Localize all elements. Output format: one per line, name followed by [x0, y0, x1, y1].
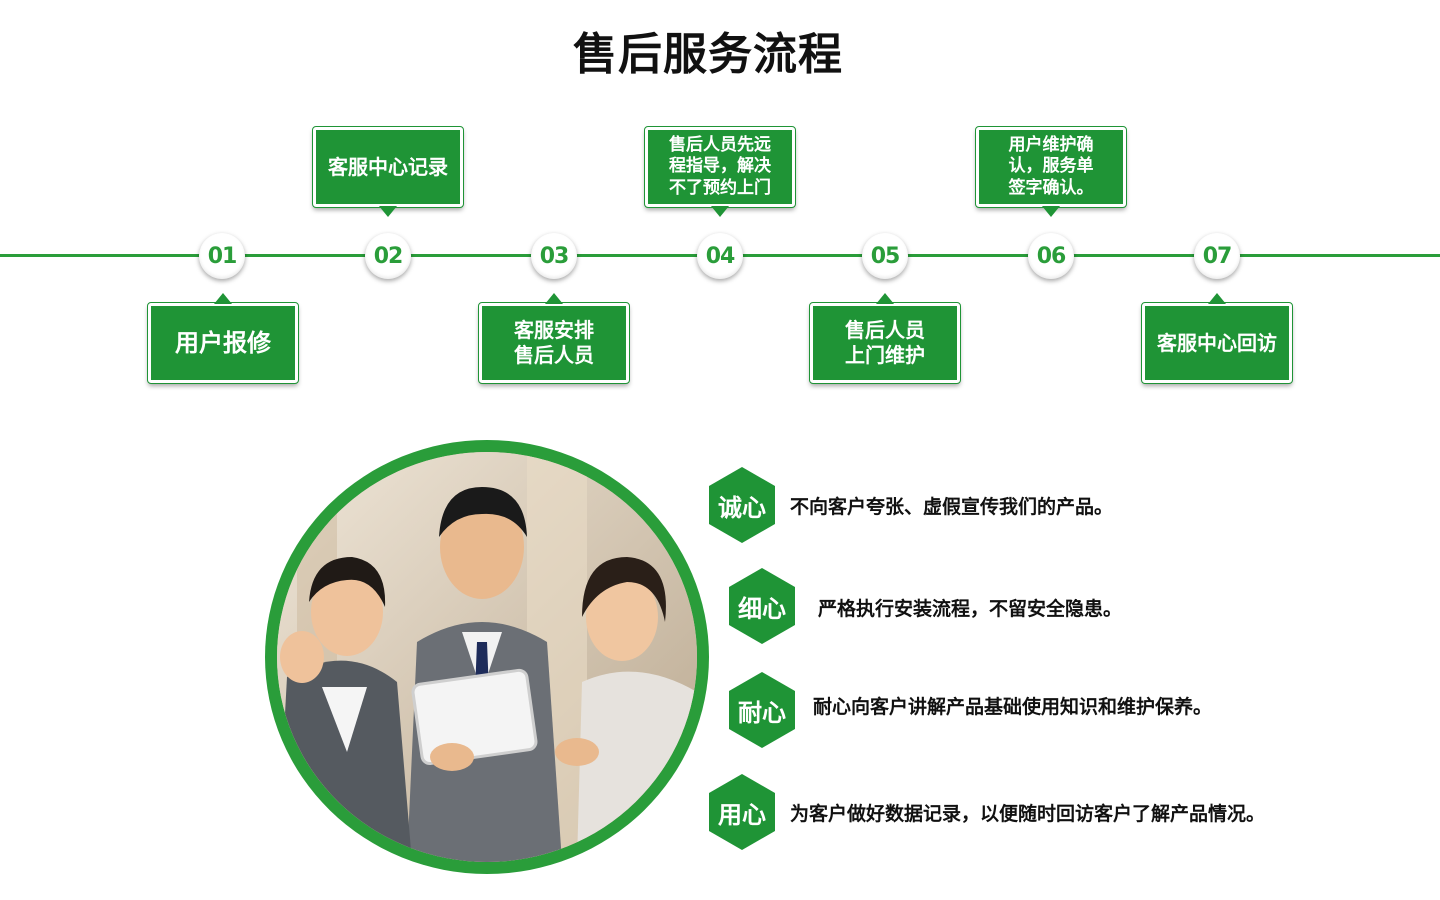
step-number: 06: [1036, 243, 1067, 269]
step-circle-06: 06: [1028, 233, 1074, 279]
step-number: 01: [207, 243, 238, 269]
step-bubble-05: 售后人员 上门维护: [809, 302, 961, 384]
step-bubble-07: 客服中心回访: [1141, 302, 1293, 384]
step-circle-01: 01: [199, 233, 245, 279]
step-circle-05: 05: [862, 233, 908, 279]
step-circle-02: 02: [365, 233, 411, 279]
team-photo-illustration: [277, 452, 697, 862]
value-badge-label: 耐心: [738, 698, 786, 727]
step-label: 客服中心记录: [328, 154, 448, 179]
value-description: 为客户做好数据记录，以便随时回访客户了解产品情况。: [790, 803, 1266, 825]
step-label: 售后人员 上门维护: [845, 318, 925, 367]
value-badge-label: 用心: [718, 800, 766, 829]
step-label: 客服中心回访: [1157, 330, 1277, 355]
step-label: 售后人员先远 程指导，解决 不了预约上门: [669, 135, 771, 198]
value-badge-label: 诚心: [718, 493, 766, 522]
value-badge-sincerity: 诚心: [709, 467, 775, 543]
step-circle-07: 07: [1194, 233, 1240, 279]
step-number: 02: [373, 243, 404, 269]
step-circle-04: 04: [697, 233, 743, 279]
step-bubble-01: 用户报修: [147, 302, 299, 384]
step-bubble-02: 客服中心记录: [312, 126, 464, 208]
value-badge-patience: 耐心: [729, 672, 795, 748]
step-number: 03: [539, 243, 570, 269]
value-badge-carefulness: 细心: [729, 568, 795, 644]
step-label: 用户报修: [175, 329, 271, 357]
value-description: 耐心向客户讲解产品基础使用知识和维护保养。: [813, 696, 1213, 718]
step-label: 客服安排 售后人员: [514, 318, 594, 367]
step-label: 用户维护确 认，服务单 签字确认。: [1008, 135, 1094, 198]
value-description: 不向客户夸张、虚假宣传我们的产品。: [790, 496, 1114, 518]
page-title: 售后服务流程: [573, 29, 843, 80]
team-photo-frame: [265, 440, 709, 874]
step-number: 04: [705, 243, 736, 269]
step-number: 07: [1202, 243, 1233, 269]
value-description: 严格执行安装流程，不留安全隐患。: [818, 598, 1123, 620]
step-circle-03: 03: [531, 233, 577, 279]
value-badge-dedication: 用心: [709, 774, 775, 850]
team-photo: [277, 452, 697, 862]
step-number: 05: [870, 243, 901, 269]
step-bubble-03: 客服安排 售后人员: [478, 302, 630, 384]
value-badge-label: 细心: [738, 594, 786, 623]
step-bubble-06: 用户维护确 认，服务单 签字确认。: [975, 126, 1127, 208]
step-bubble-04: 售后人员先远 程指导，解决 不了预约上门: [644, 126, 796, 208]
